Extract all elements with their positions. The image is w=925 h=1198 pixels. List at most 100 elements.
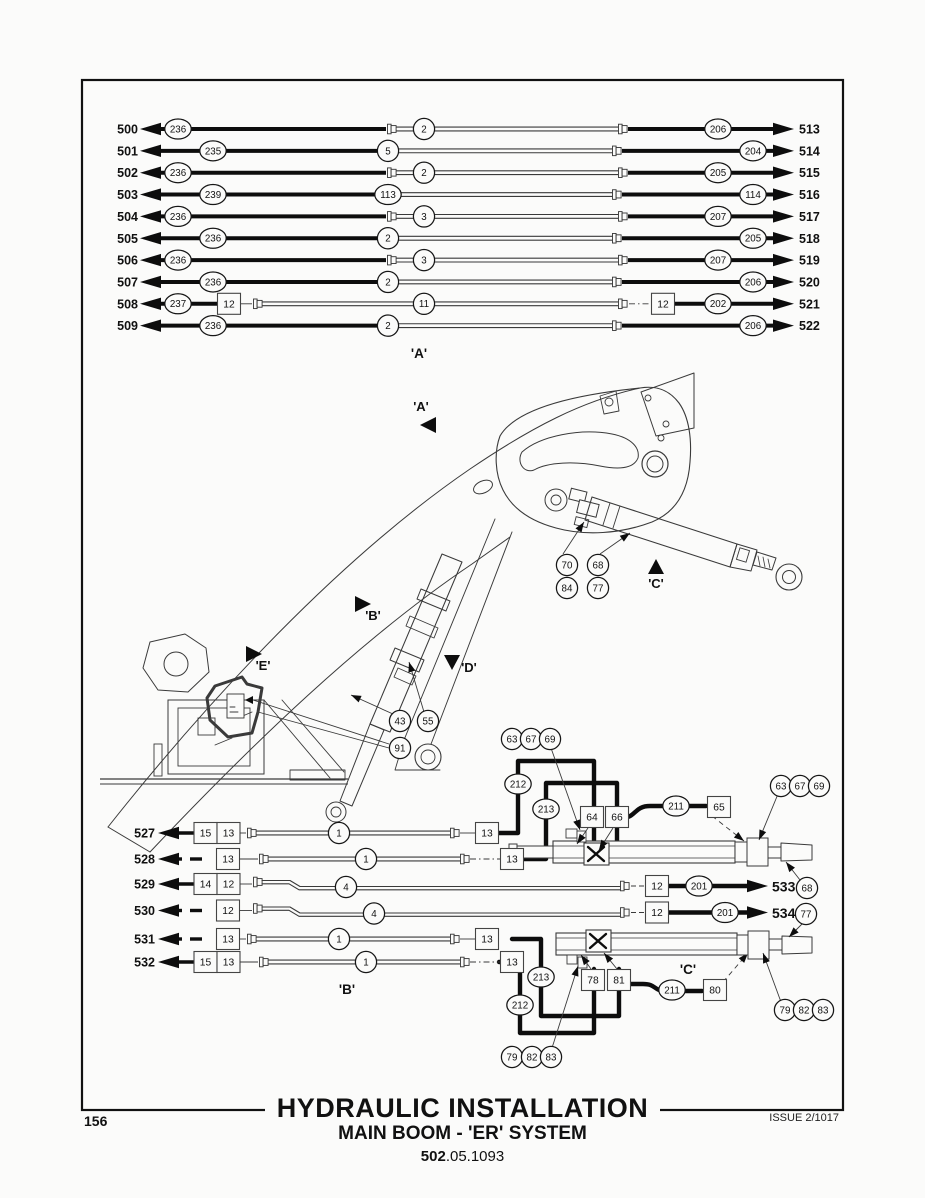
hose-fitting xyxy=(259,956,264,968)
part-box-number: 81 xyxy=(613,976,625,987)
callout-number: 114 xyxy=(745,190,761,201)
page-subtitle: MAIN BOOM - 'ER' SYSTEM xyxy=(338,1123,587,1144)
rod xyxy=(768,938,783,951)
flow-arrow-right xyxy=(773,188,794,201)
head-lug-hole xyxy=(604,397,614,407)
callout-number: 5 xyxy=(385,146,391,157)
callout-number: 212 xyxy=(512,1000,528,1011)
leader-line xyxy=(711,815,745,842)
leader-arrowhead xyxy=(599,839,608,850)
leader-arrowhead xyxy=(789,927,799,937)
callout-number: 213 xyxy=(533,972,550,983)
mid-callout-bubble xyxy=(376,270,400,294)
view-marker-label: 'B' xyxy=(365,608,381,623)
callout-number: 83 xyxy=(818,1005,829,1016)
leader-arrowhead xyxy=(619,533,630,542)
callout-number: 237 xyxy=(170,299,186,310)
mid-callout-bubble xyxy=(374,183,402,206)
doc-number: 502.05.1093 xyxy=(0,1148,925,1165)
hose-fitting xyxy=(618,254,623,266)
leader-arrowhead xyxy=(759,829,767,840)
part-callout-bubble xyxy=(539,1045,563,1069)
callout-number: 1 xyxy=(363,957,368,968)
hose-fitting xyxy=(259,853,264,865)
flow-arrow-left xyxy=(158,826,179,840)
leader-arrowhead xyxy=(577,833,586,844)
callout-number: 3 xyxy=(421,212,427,223)
hose-row-right-id: 522 xyxy=(799,319,820,333)
callout-number: 204 xyxy=(745,146,762,157)
part-callout-bubble xyxy=(388,709,412,733)
part-box xyxy=(604,805,630,829)
base-frame xyxy=(167,699,265,775)
hose-fitting xyxy=(615,234,622,243)
hose-fitting xyxy=(621,299,628,308)
base-lug xyxy=(142,633,210,693)
boom-foot-lug xyxy=(414,743,442,771)
clamp-part xyxy=(575,499,600,518)
view-marker-label: 'A' xyxy=(413,399,429,414)
flow-arrow-left xyxy=(140,253,161,267)
view-marker-a-icon xyxy=(420,417,436,433)
view-marker-c-icon xyxy=(648,559,664,574)
hose-fitting xyxy=(621,212,628,221)
hose-row-left-id: 501 xyxy=(117,144,138,158)
callout-number: 77 xyxy=(593,583,604,594)
hose-row-left-id: 507 xyxy=(117,275,138,289)
rod-clamp xyxy=(747,930,770,960)
flow-arrow-right xyxy=(773,319,794,332)
rod-clamp xyxy=(746,837,769,867)
hose-row-left-id: 532 xyxy=(134,956,155,970)
lift-cylinder-barrel xyxy=(369,553,463,733)
callout-number: 11 xyxy=(419,299,429,310)
part-box-number: 66 xyxy=(611,813,623,824)
callout-number: 3 xyxy=(421,256,427,267)
callout-number: 68 xyxy=(802,883,813,894)
leader-arrowhead xyxy=(763,953,770,964)
cylinder-b-barrel xyxy=(552,840,736,864)
part-callout-bubble xyxy=(504,773,532,795)
hose-fitting xyxy=(612,145,617,157)
adapter-box xyxy=(650,292,676,315)
head-boss xyxy=(641,450,669,478)
hose-row-right-id: 520 xyxy=(799,275,820,289)
hose-fitting xyxy=(250,935,257,943)
callout-number: 63 xyxy=(776,781,787,792)
callout-number: 79 xyxy=(780,1005,791,1016)
decal-plate xyxy=(226,693,245,719)
part-box-number: 12 xyxy=(223,880,235,891)
part-callout-bubble xyxy=(586,553,610,577)
leader-arrowhead xyxy=(733,832,744,841)
view-marker-b-icon xyxy=(355,596,371,612)
gland xyxy=(736,934,749,956)
tube xyxy=(261,906,621,914)
flow-arrow-left xyxy=(158,877,179,891)
callout-number: 201 xyxy=(717,908,733,919)
flow-arrow-right xyxy=(747,879,768,893)
part-box-number: 78 xyxy=(587,976,599,987)
callout-number: 1 xyxy=(336,934,341,945)
callout-number: 212 xyxy=(510,779,526,790)
adapter-box xyxy=(644,901,670,924)
callout-number: 236 xyxy=(205,277,222,288)
right-callout-bubble xyxy=(739,183,767,206)
left-callout-bubble xyxy=(164,293,192,315)
leader-line xyxy=(257,711,390,749)
left-callout-bubble xyxy=(164,162,192,184)
mid-callout-bubble xyxy=(327,927,351,951)
callout-number: 70 xyxy=(562,560,573,571)
clevis-pin xyxy=(544,488,568,512)
callout-number: 2 xyxy=(385,321,390,332)
callout-number: 2 xyxy=(385,234,390,245)
callout-number: 83 xyxy=(546,1052,557,1063)
hose-fitting xyxy=(387,167,392,178)
mid-callout-bubble xyxy=(376,139,400,163)
cylinder-c-eye xyxy=(782,570,796,584)
boom-head-plate xyxy=(495,386,692,534)
flow-arrow-left xyxy=(140,275,161,289)
adapter-box xyxy=(499,847,525,871)
callout-number: 211 xyxy=(668,801,684,812)
hose-row-right-id: 517 xyxy=(799,210,820,224)
part-callout-bubble xyxy=(416,709,440,733)
flow-arrow-right xyxy=(773,144,794,158)
